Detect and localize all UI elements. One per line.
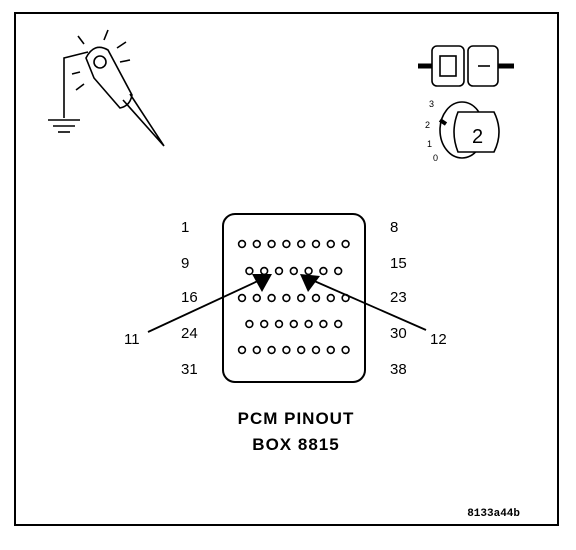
ignition-position-0: 0 <box>433 153 438 163</box>
connector-pin <box>311 239 321 249</box>
connector-pin <box>252 293 261 303</box>
connector-pin <box>267 293 276 303</box>
row-label-right-1: 8 <box>390 219 398 236</box>
ignition-position-1: 1 <box>427 139 432 149</box>
callout-label-right: 12 <box>430 331 447 348</box>
connector-pin <box>237 293 247 303</box>
connector-pin <box>252 239 261 249</box>
connector-pin <box>326 345 335 355</box>
connector-pin <box>297 345 306 355</box>
connector-pin <box>334 266 343 276</box>
connector-pin <box>289 319 298 329</box>
row-label-right-3: 23 <box>390 289 407 306</box>
row-label-left-1: 1 <box>181 219 189 236</box>
connector-pin <box>274 319 284 329</box>
row-label-left-5: 31 <box>181 361 198 378</box>
connector-pin <box>311 293 321 303</box>
connector-pin <box>319 319 328 329</box>
connector-pin <box>274 266 284 276</box>
connector-pin <box>326 293 335 303</box>
ignition-position-3: 3 <box>429 99 434 109</box>
connector-pin <box>245 266 254 276</box>
connector-pin <box>289 266 298 276</box>
connector-pins <box>237 239 350 355</box>
row-label-right-2: 15 <box>390 255 407 272</box>
connector-pin <box>237 345 247 355</box>
connector-pin <box>334 319 343 329</box>
test-probe-ground-icon <box>48 29 165 147</box>
connector-pin <box>260 266 269 276</box>
ignition-key-icon <box>438 101 500 159</box>
connector-pin <box>245 319 254 329</box>
row-label-left-3: 16 <box>181 289 198 306</box>
row-label-right-4: 30 <box>390 325 407 342</box>
connector-pin <box>341 345 350 355</box>
connector-pin <box>297 239 306 249</box>
callout-arrow-left <box>147 274 272 333</box>
diagram-subtitle: BOX 8815 <box>252 435 339 454</box>
connector-pin <box>237 239 247 249</box>
connector-pin <box>304 266 313 276</box>
connector-pin <box>297 293 306 303</box>
connector-pin <box>319 266 328 276</box>
connector-pin <box>267 345 276 355</box>
connector-pin <box>282 345 291 355</box>
connector-pin <box>260 319 269 329</box>
connector-pin <box>282 293 291 303</box>
row-label-left-4: 24 <box>181 325 198 342</box>
connector-pin <box>304 319 313 329</box>
connector-pin <box>341 239 350 249</box>
connector-pin <box>311 345 321 355</box>
diagram-title: PCM PINOUT <box>238 409 355 428</box>
row-label-right-5: 38 <box>390 361 407 378</box>
connector-pin <box>282 239 291 249</box>
connector-pin <box>252 345 261 355</box>
callout-arrow-right <box>300 274 427 331</box>
key-position-label: 2 <box>472 126 483 148</box>
row-label-left-2: 9 <box>181 255 189 272</box>
connector-pin <box>326 239 335 249</box>
callout-label-left: 11 <box>124 331 140 348</box>
figure-border <box>14 12 559 526</box>
connector-pin <box>267 239 276 249</box>
figure-code: 8133a44b <box>467 508 520 520</box>
ignition-position-2: 2 <box>425 120 430 130</box>
disconnected-connector-icon <box>418 45 514 87</box>
